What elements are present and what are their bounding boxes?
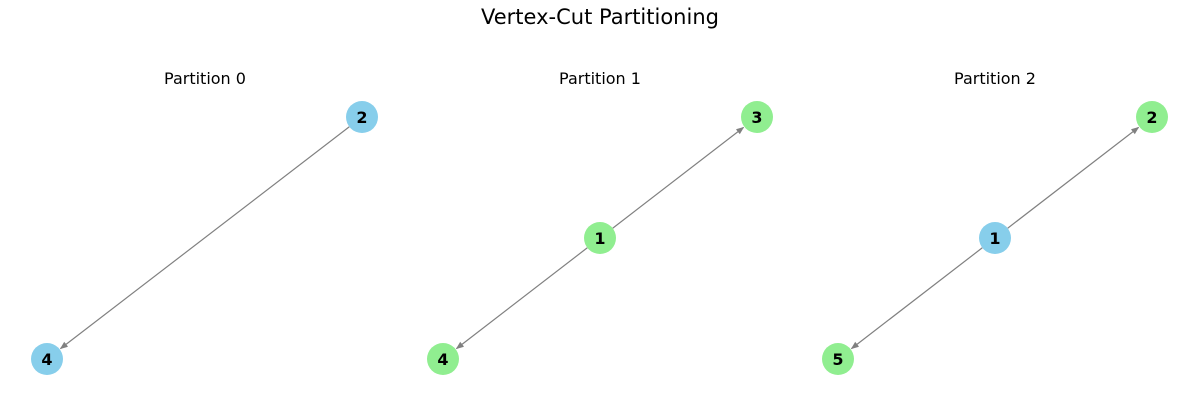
partition-panel-2: Partition 2 2 1 5	[822, 69, 1168, 375]
edge-1-to-5	[850, 247, 983, 350]
figure-title: Vertex-Cut Partitioning	[481, 5, 719, 29]
node-4-label: 4	[41, 350, 52, 369]
partition-title: Partition 2	[954, 69, 1036, 88]
node-5-label: 5	[832, 350, 843, 369]
node-1-label: 1	[989, 229, 1000, 248]
node-4-circle	[427, 343, 459, 375]
node-1-label: 1	[594, 229, 605, 248]
partition-title: Partition 0	[164, 69, 246, 88]
node-2-label: 2	[1146, 108, 1157, 127]
node-2-circle	[346, 101, 378, 133]
node-4-circle	[31, 343, 63, 375]
node-5-circle	[822, 343, 854, 375]
node-1-circle	[979, 222, 1011, 254]
node-3-label: 3	[751, 108, 762, 127]
node-1-circle	[584, 222, 616, 254]
node-3-circle	[741, 101, 773, 133]
partition-panels: Partition 0 2 4 Partition 1 3 1 4 Partition 2 2 1…	[31, 69, 1168, 375]
partition-panel-0: Partition 0 2 4	[31, 69, 378, 375]
node-2-label: 2	[356, 108, 367, 127]
edge-1-to-4	[455, 247, 588, 350]
partition-title: Partition 1	[559, 69, 641, 88]
edge-2-to-4	[59, 126, 350, 350]
edge-1-to-2	[1007, 126, 1140, 229]
edge-1-to-3	[612, 126, 745, 229]
partition-panel-1: Partition 1 3 1 4	[427, 69, 773, 375]
node-4-label: 4	[437, 350, 448, 369]
node-2-circle	[1136, 101, 1168, 133]
